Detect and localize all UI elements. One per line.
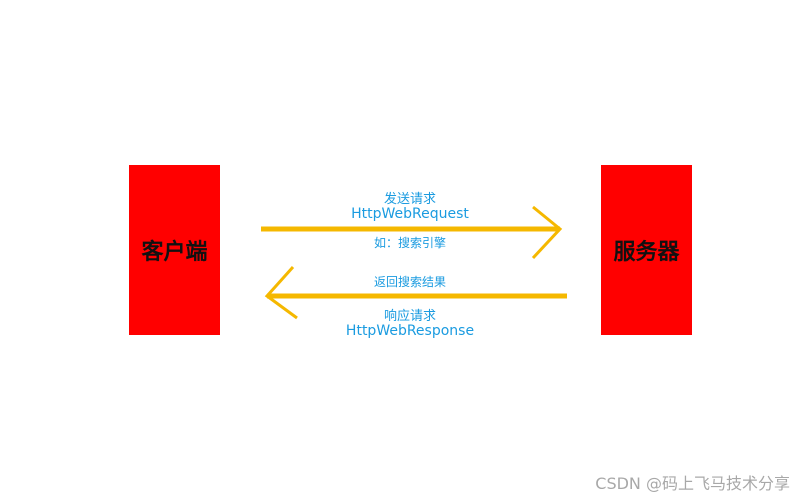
client-box: 客户端 — [129, 165, 220, 335]
request-api-label: HttpWebRequest — [351, 206, 469, 222]
watermark: CSDN @码上飞马技术分享 — [595, 474, 790, 493]
request-note-label: 如：搜索引擎 — [373, 236, 446, 250]
server-label: 服务器 — [613, 240, 680, 265]
response-api-label: HttpWebResponse — [345, 323, 475, 339]
server-box: 服务器 — [601, 165, 692, 335]
request-arrow — [261, 205, 563, 260]
request-label: 发送请求 — [383, 192, 436, 207]
client-label: 客户端 — [141, 240, 208, 265]
return-results-label: 返回搜索结果 — [373, 275, 446, 289]
response-arrow — [264, 265, 567, 320]
response-label: 响应请求 — [383, 309, 436, 324]
